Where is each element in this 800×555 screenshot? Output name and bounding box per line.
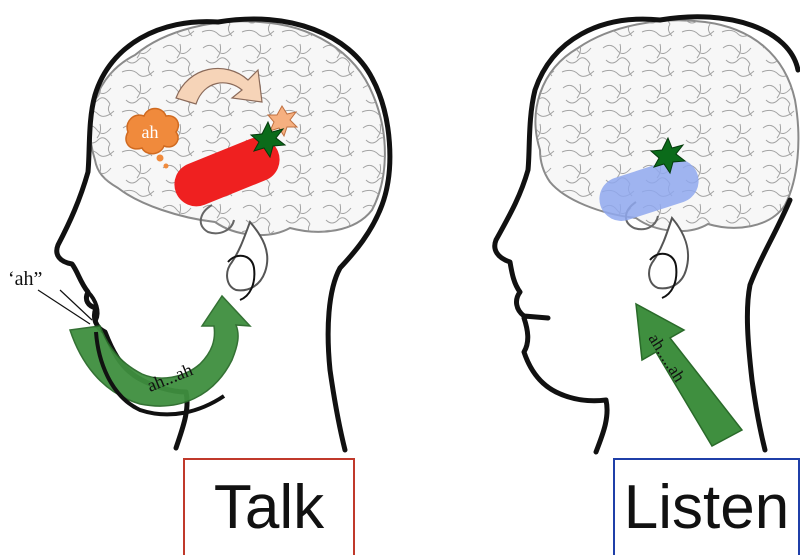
quote-label: ‘ah” [8,268,42,290]
listen-label: Listen [624,472,789,543]
talk-panel: ah ‘ah” ah...ah [8,19,390,450]
listen-panel: ah.....ah [495,17,799,452]
bubble-text: ah [142,122,159,142]
listen-label-box: Listen [613,458,800,555]
talk-label: Talk [214,472,324,543]
talk-label-box: Talk [183,458,355,555]
